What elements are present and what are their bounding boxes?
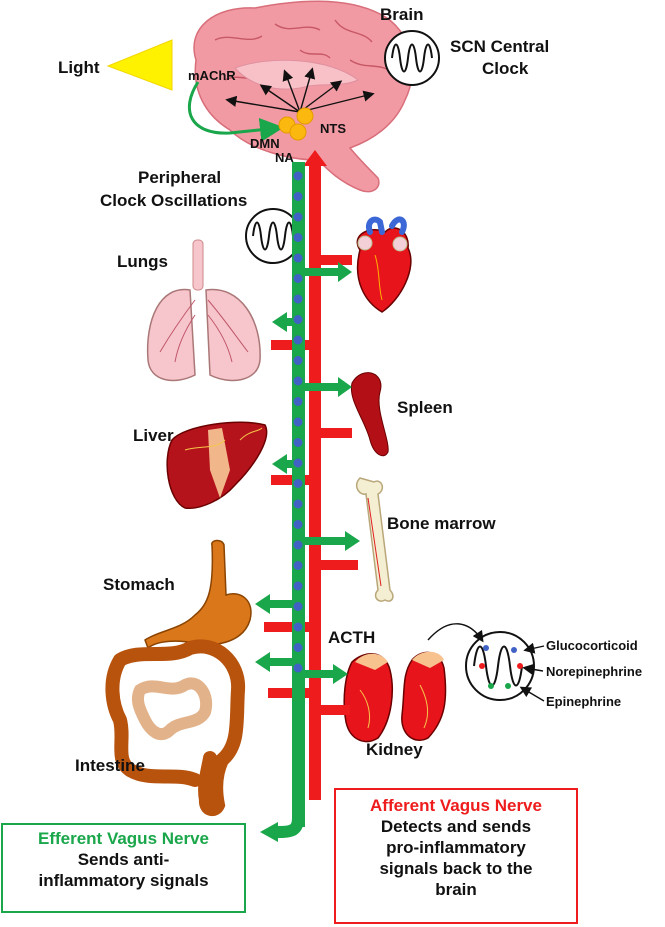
stomach-illustration [144, 539, 252, 650]
nerve-node [293, 274, 303, 283]
nerve-nodes [293, 171, 303, 673]
epinephrine-arrow [519, 686, 545, 702]
afferent-vagus-nerve [264, 150, 358, 800]
nts-projection-arrows [225, 67, 375, 113]
label-scn-line2: Clock [482, 59, 529, 78]
afferent-box-line1: Detects and sends [380, 817, 532, 836]
brain-illustration [193, 0, 413, 193]
efferent-box-line1: Sends anti- [77, 850, 170, 869]
label-glucocorticoid: Glucocorticoid [546, 638, 638, 653]
spleen-illustration [350, 372, 389, 457]
nerve-node [293, 663, 303, 673]
nerve-node [293, 315, 303, 324]
label-epinephrine: Epinephrine [546, 694, 621, 709]
nerve-node [293, 499, 303, 509]
light-pathway-arrow [188, 81, 284, 142]
label-light: Light [58, 58, 100, 77]
nerve-node [293, 479, 303, 488]
nerve-node [293, 581, 303, 591]
nerve-node [293, 438, 303, 447]
afferent-box-line4: brain [435, 880, 477, 899]
efferent-vagus-nerve [255, 162, 360, 842]
bone-marrow-illustration [355, 477, 394, 602]
label-machr: mAChR [188, 68, 236, 83]
efferent-info-box: Efferent Vagus Nerve Sends anti- inflamm… [1, 823, 246, 913]
nerve-node [293, 253, 303, 263]
glucocorticoid-arrow [523, 642, 545, 654]
light-icon [106, 39, 173, 91]
liver-illustration [166, 421, 268, 509]
kidney-illustration [343, 651, 447, 743]
nerve-node [293, 602, 303, 611]
nerve-node [293, 458, 303, 468]
nerve-node [293, 397, 303, 406]
label-acth: ACTH [328, 628, 375, 647]
nerve-node [293, 212, 303, 222]
label-bone-marrow: Bone marrow [387, 514, 496, 533]
label-brain: Brain [380, 5, 423, 24]
nerve-node [293, 622, 303, 632]
nerve-node [293, 376, 303, 386]
label-scn-line1: SCN Central [450, 37, 549, 56]
nerve-node [293, 233, 303, 242]
nerve-node [293, 417, 303, 427]
efferent-box-line2: inflammatory signals [38, 871, 209, 890]
label-norepinephrine: Norepinephrine [546, 664, 642, 679]
label-dmn: DMN [250, 136, 280, 151]
afferent-box-line2: pro-inflammatory [386, 838, 526, 857]
afferent-box-line3: signals back to the [379, 859, 533, 878]
peripheral-clock-icon [245, 208, 301, 264]
heart-illustration [356, 216, 412, 313]
label-stomach: Stomach [103, 575, 175, 594]
norepinephrine-arrow [522, 663, 544, 675]
nerve-node [293, 520, 303, 529]
label-nts: NTS [320, 121, 346, 136]
nerve-node [293, 294, 303, 304]
brainstem-nuclei [278, 107, 314, 141]
nerve-node [293, 356, 303, 365]
kidney-to-clock-arrow [427, 623, 484, 643]
label-liver: Liver [133, 426, 174, 445]
label-peripheral-line1: Peripheral [138, 168, 221, 187]
afferent-info-box: Afferent Vagus Nerve Detects and sends p… [334, 788, 578, 924]
afferent-box-title: Afferent Vagus Nerve [370, 796, 542, 815]
intestine-illustration [105, 639, 246, 817]
label-na: NA [275, 150, 294, 165]
nerve-node [293, 171, 303, 181]
efferent-box-title: Efferent Vagus Nerve [37, 829, 209, 848]
scn-clock-icon [384, 30, 440, 86]
nerve-node [293, 540, 303, 550]
label-spleen: Spleen [397, 398, 453, 417]
lungs-illustration [146, 239, 261, 382]
nerve-node [293, 561, 303, 570]
nerve-node [293, 192, 303, 201]
label-kidney: Kidney [366, 740, 423, 759]
label-peripheral-line2: Clock Oscillations [100, 191, 247, 210]
nerve-node [293, 335, 303, 345]
label-lungs: Lungs [117, 252, 168, 271]
nerve-node [293, 643, 303, 652]
label-intestine: Intestine [75, 756, 145, 775]
